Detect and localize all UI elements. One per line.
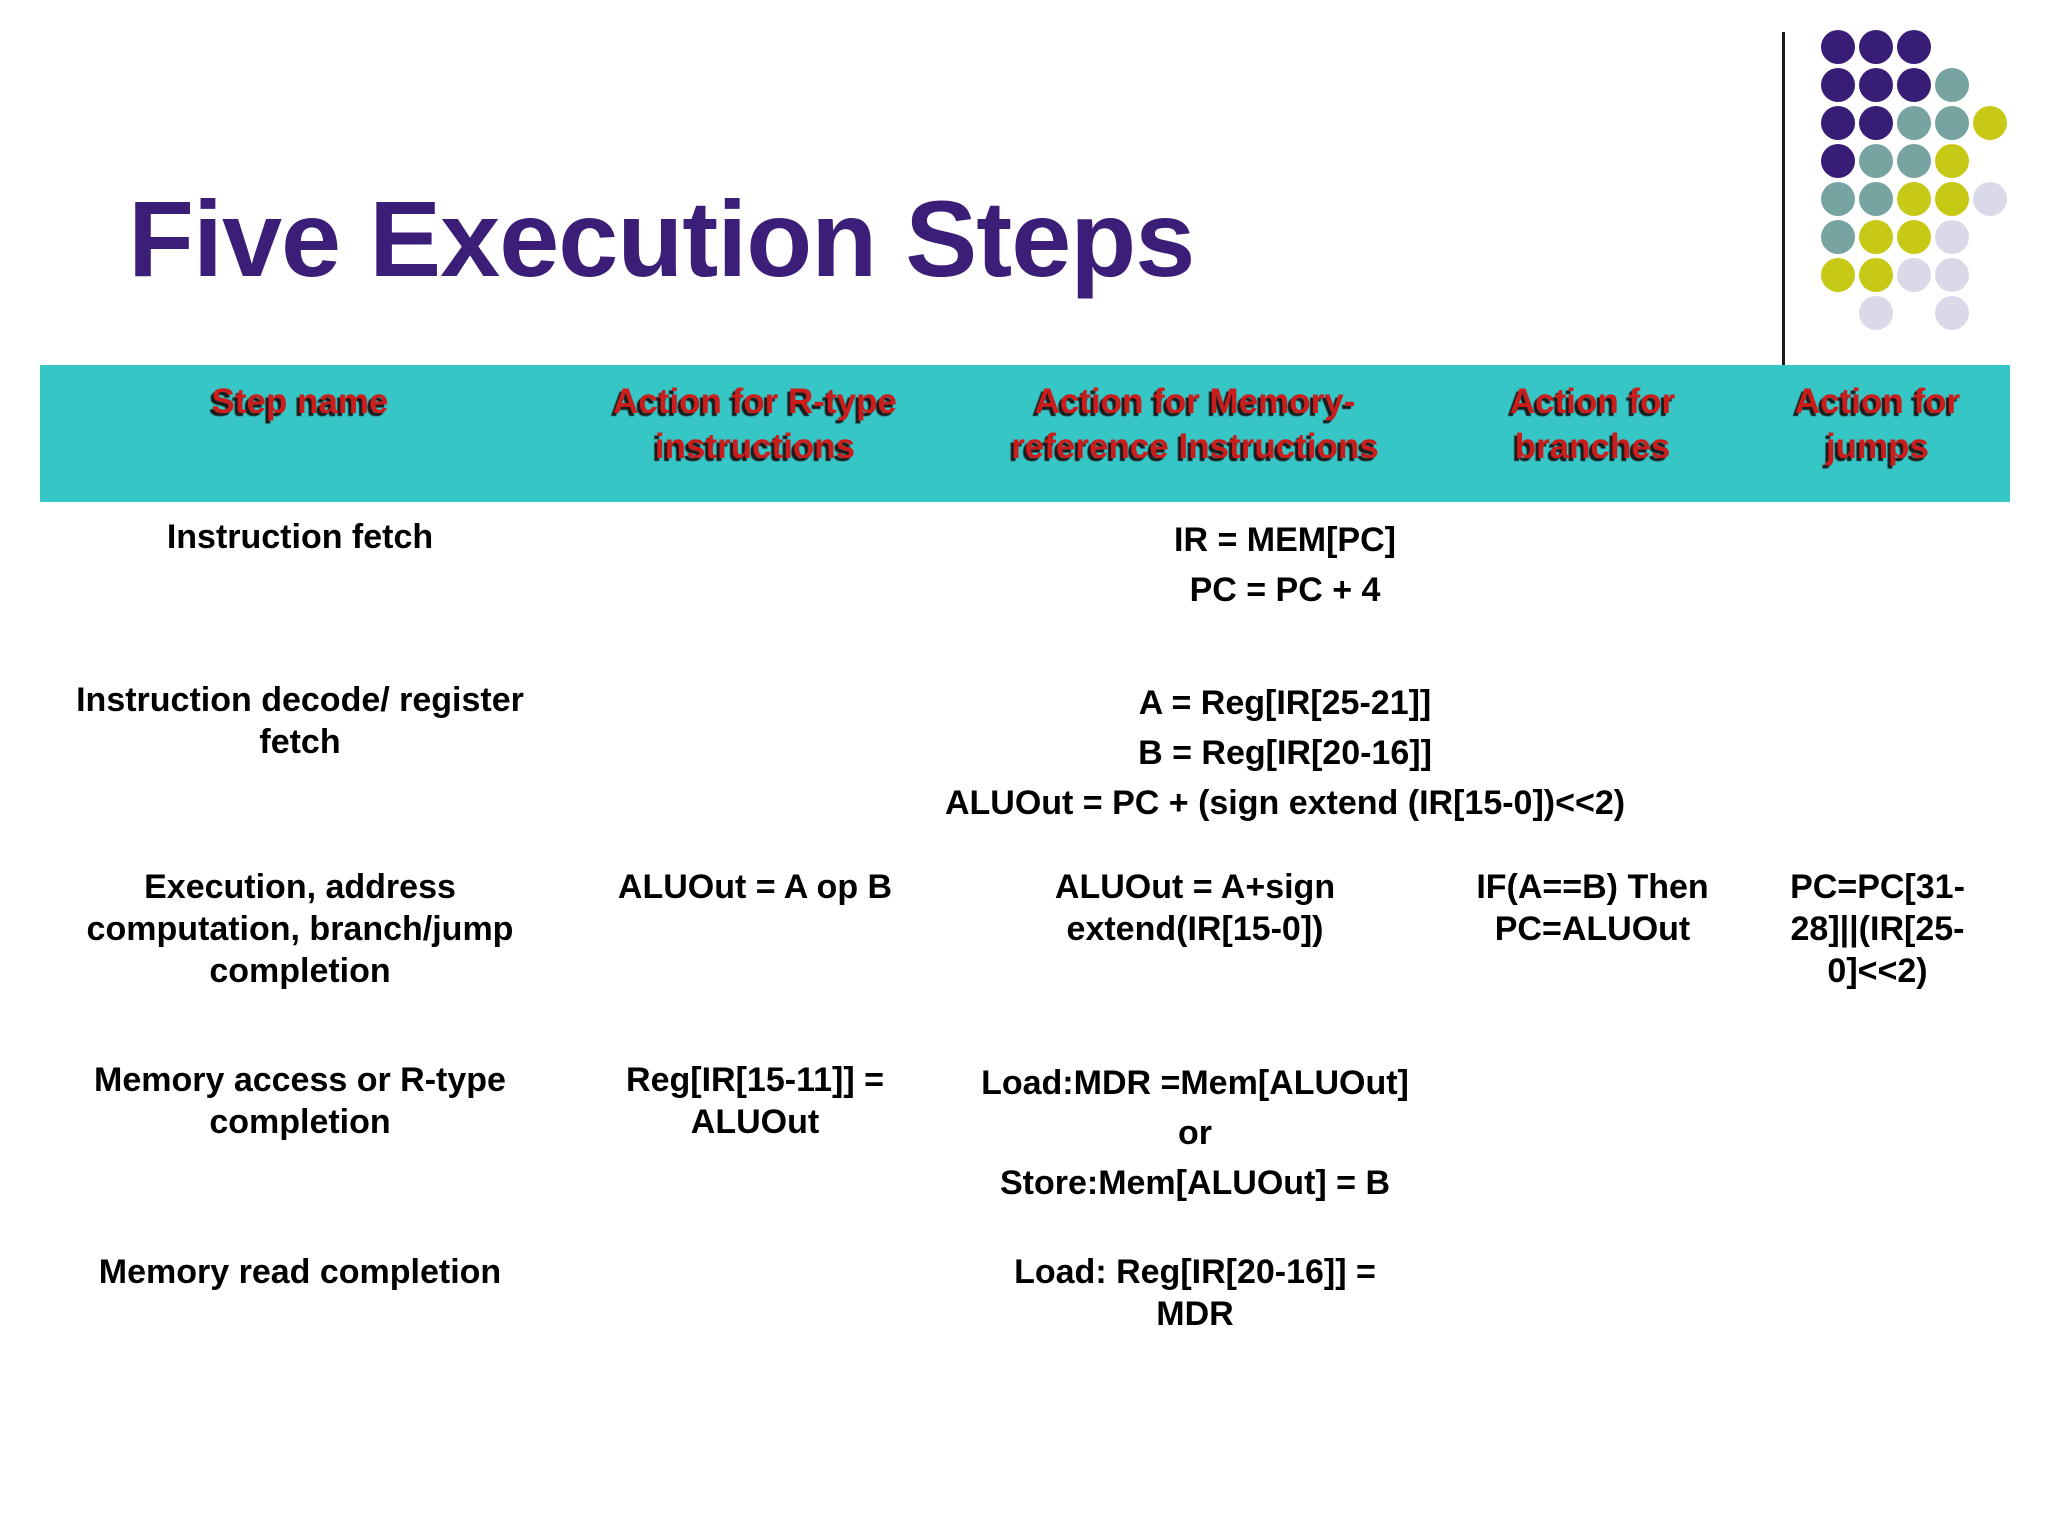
table-row-instruction-decode: Instruction decode/ register fetch A = R… (40, 665, 2010, 852)
decoration-dot (1935, 144, 1969, 178)
cell-rtype-action: Reg[IR[15-11]] = ALUOut (626, 1061, 884, 1142)
cell-jump-action: PC=PC[31- 28]||(IR[25- 0]<<2) (1790, 868, 1965, 991)
cell-step-name: Memory read completion (98, 1253, 502, 1291)
cell-step-name: Instruction fetch (166, 518, 434, 556)
decoration-dot (1935, 220, 1969, 254)
decoration-dot (1859, 182, 1893, 216)
decoration-dot (1821, 182, 1855, 216)
decoration-dot (1935, 106, 1969, 140)
decoration-dot (1935, 296, 1969, 330)
dots-decoration (1821, 30, 2011, 334)
column-header-memory-actions: Action for Memory- reference Instruction… (1011, 382, 1379, 466)
cell-all-columns-action: IR = MEM[PC] PC = PC + 4 (1174, 521, 1396, 609)
decoration-dot (1935, 182, 1969, 216)
slide-title: Five Execution Steps (128, 178, 1195, 299)
decoration-dot (1973, 182, 2007, 216)
cell-step-name: Execution, address computation, branch/j… (86, 868, 514, 991)
decoration-dot (1859, 68, 1893, 102)
table-row-execution: Execution, address computation, branch/j… (40, 852, 2010, 1045)
decoration-dot (1859, 296, 1893, 330)
column-header-rtype-actions: Action for R-type instructions (613, 382, 897, 466)
cell-all-columns-action: A = Reg[IR[25-21]] B = Reg[IR[20-16]] AL… (944, 684, 1626, 822)
decoration-dot (1859, 106, 1893, 140)
decoration-dot (1821, 258, 1855, 292)
decoration-dot (1897, 182, 1931, 216)
decoration-dot (1897, 144, 1931, 178)
cell-memory-action: Load: Reg[IR[20-16]] = MDR (1014, 1253, 1376, 1334)
decoration-dot (1897, 258, 1931, 292)
table-row-instruction-fetch: Instruction fetch IR = MEM[PC] PC = PC +… (40, 502, 2010, 665)
decoration-dot (1821, 220, 1855, 254)
table-row-memory-access: Memory access or R-type completion Reg[I… (40, 1045, 2010, 1237)
decoration-dot (1935, 258, 1969, 292)
column-header-jump-actions: Action for jumps (1794, 382, 1961, 466)
decoration-dot (1821, 144, 1855, 178)
decoration-dot (1821, 30, 1855, 64)
decoration-dot (1821, 68, 1855, 102)
cell-step-name: Memory access or R-type completion (94, 1061, 506, 1142)
decoration-dot (1935, 68, 1969, 102)
decoration-dot (1859, 144, 1893, 178)
decoration-dot (1897, 106, 1931, 140)
execution-steps-table: Step name Action for R-type instructions… (40, 365, 2010, 1397)
table-row-memory-read-completion: Memory read completion Load: Reg[IR[20-1… (40, 1237, 2010, 1397)
decoration-dot (1859, 30, 1893, 64)
decoration-dot (1897, 30, 1931, 64)
cell-branch-action: IF(A==B) Then PC=ALUOut (1476, 868, 1709, 949)
decoration-dot (1859, 220, 1893, 254)
decoration-dot (1821, 106, 1855, 140)
column-header-step-name: Step name (211, 382, 389, 421)
cell-memory-action: Load:MDR =Mem[ALUOut] or Store:Mem[ALUOu… (981, 1064, 1409, 1202)
decoration-dot (1859, 258, 1893, 292)
cell-rtype-action: ALUOut = A op B (617, 868, 893, 906)
cell-step-name: Instruction decode/ register fetch (76, 681, 524, 762)
table-header-row: Step name Action for R-type instructions… (40, 365, 2010, 502)
column-header-branch-actions: Action for branches (1509, 382, 1676, 466)
decoration-dot (1973, 106, 2007, 140)
vertical-divider-line (1782, 32, 1785, 368)
decoration-dot (1897, 220, 1931, 254)
decoration-dot (1897, 68, 1931, 102)
cell-memory-action: ALUOut = A+sign extend(IR[15-0]) (1054, 868, 1336, 949)
